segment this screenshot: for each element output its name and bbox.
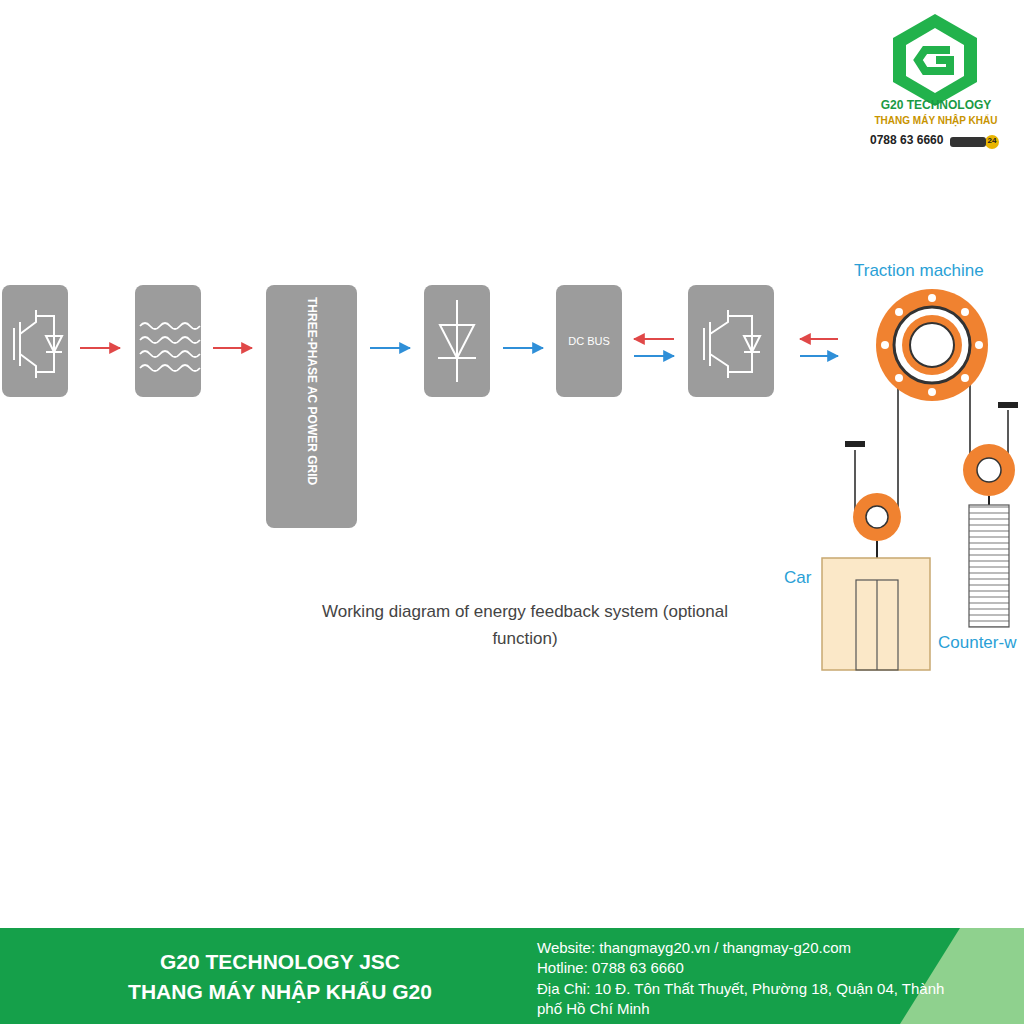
hotline-badge: 24: [986, 136, 998, 145]
node-label: Car: [784, 568, 811, 588]
logo-text: G20 TECHNOLOGY: [856, 98, 1016, 112]
elevator-illustration: [822, 289, 1018, 670]
igbt-symbol: [14, 310, 760, 378]
footer-band: [0, 928, 1024, 1024]
node-label: Traction machine: [854, 261, 984, 281]
node-label: Counter-w: [938, 633, 1016, 653]
footer-address: Địa Chỉ: 10 Đ. Tôn Thất Thuyết, Phường 1…: [537, 979, 967, 1019]
footer-hotline: Hotline: 0788 63 6660: [537, 959, 684, 976]
footer-company: G20 TECHNOLOGY JSC: [40, 950, 520, 974]
footer-website: Website: thangmayg20.vn / thangmay-g20.c…: [537, 939, 851, 956]
flow-arrows: [80, 339, 838, 356]
component-boxes: [2, 285, 774, 397]
filter-symbol: [140, 323, 200, 371]
traction-machine: Traction machine: [876, 289, 988, 401]
counterweight: Counter-w: [969, 505, 1009, 627]
rectifier-symbol: [438, 300, 476, 382]
caption: Working diagram of energy feedback syste…: [315, 598, 735, 652]
footer-brand: THANG MÁY NHẬP KHẨU G20: [40, 980, 520, 1004]
logo: [893, 14, 999, 149]
node-label: DC BUS: [568, 335, 610, 347]
node-label: THREE-PHASE AC POWER GRID: [306, 297, 318, 485]
power-grid-box: THREE-PHASE AC POWER GRID: [266, 285, 357, 528]
dc-bus-box: DC BUS: [556, 285, 622, 397]
elevator-car: Car: [822, 558, 930, 670]
logo-phone: 0788 63 6660: [870, 133, 943, 147]
logo-subtitle: THANG MÁY NHẬP KHẨU: [856, 115, 1016, 126]
